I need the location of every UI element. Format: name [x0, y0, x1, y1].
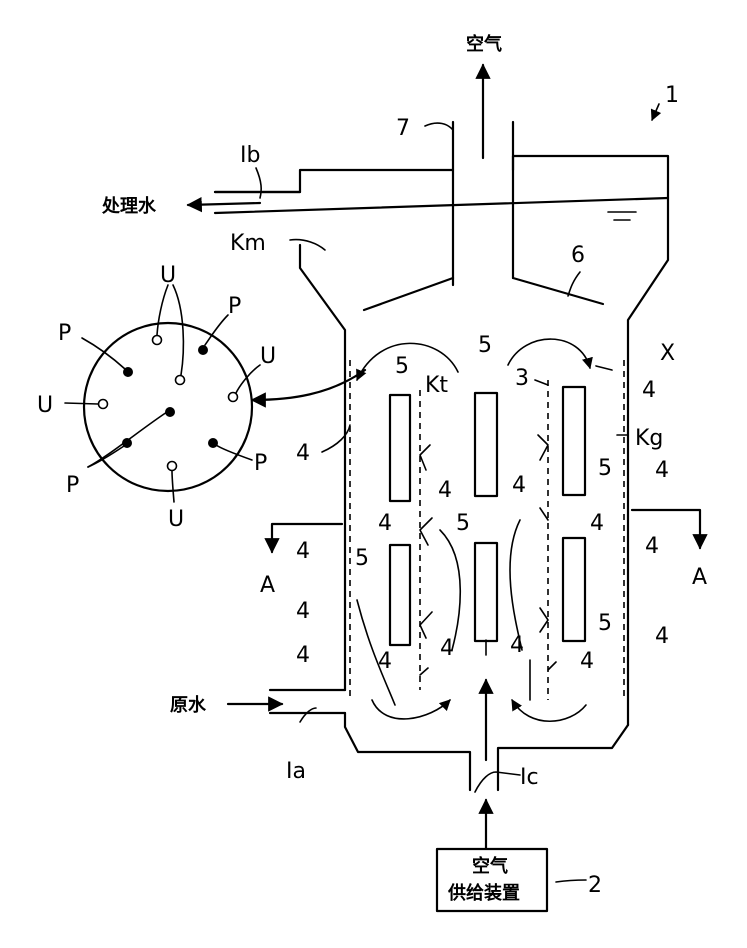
ref-label-4: 4: [590, 511, 604, 536]
ref-label-4: 4: [378, 511, 392, 536]
fiber-p-dot: [208, 438, 218, 448]
ref-label-3: 3: [515, 366, 529, 391]
ref-label-4: 4: [655, 624, 669, 649]
ref-label-5: 5: [598, 456, 612, 481]
ref-label-4: 4: [645, 534, 659, 559]
membrane-module: [388, 543, 412, 647]
ref-label-2: 2: [588, 873, 602, 898]
fiber-u-dot: [174, 374, 186, 386]
air-exhaust-tube: [451, 120, 515, 287]
fiber-label-p: P: [254, 451, 267, 476]
fiber-u-dot: [227, 391, 239, 403]
fiber-label-u: U: [37, 393, 53, 418]
membrane-modules: [388, 385, 587, 647]
ref-label-4: 4: [438, 478, 452, 503]
fiber-p-dot: [198, 345, 208, 355]
ref-label-4: 4: [642, 378, 656, 403]
air-supply-device-box: [435, 847, 549, 913]
fiber-label-u: U: [160, 263, 176, 288]
air-supply-label-line1: 空气: [472, 855, 508, 877]
water-level-symbol: [607, 211, 637, 221]
ref-label-km: Km: [230, 231, 266, 256]
membrane-module: [473, 541, 499, 643]
ref-label-6: 6: [571, 243, 585, 268]
ref-label-4: 4: [378, 649, 392, 674]
ref-label-1c: Ic: [520, 765, 539, 790]
draft-tubes: [349, 360, 625, 700]
ref-label-kg: Kg: [635, 426, 663, 451]
ref-label-5: 5: [456, 511, 470, 536]
fiber-label-p: P: [58, 321, 71, 346]
section-label-a-left: A: [260, 573, 275, 598]
fiber-label-p: P: [66, 473, 79, 498]
ref-label-4: 4: [296, 441, 310, 466]
fiber-label-p: P: [228, 294, 241, 319]
ref-label-1b: Ib: [240, 143, 260, 168]
ref-label-7: 7: [396, 116, 410, 141]
ref-label-4: 4: [296, 599, 310, 624]
membrane-module: [561, 536, 587, 643]
ref-label-x: X: [660, 341, 675, 366]
fiber-u-dot: [166, 460, 178, 472]
membrane-module: [388, 393, 412, 503]
circulation-arrows: [356, 338, 593, 722]
ref-label-4: 4: [512, 473, 526, 498]
section-line-a: [264, 508, 708, 554]
fiber-u-dot: [151, 334, 163, 346]
separator-partitions: [362, 276, 605, 312]
membrane-module: [473, 391, 499, 498]
ref-label-4: 4: [296, 643, 310, 668]
treated-water-arrow: [186, 196, 262, 213]
fiber-detail-circle: [64, 284, 367, 503]
ref-label-5: 5: [355, 546, 369, 571]
air-top-label: 空气: [466, 33, 502, 55]
raw-water-label: 原水: [170, 694, 207, 716]
ref-label-1: 1: [665, 83, 679, 108]
baffles: [419, 434, 557, 676]
leader-lines: [255, 103, 662, 883]
ref-label-5: 5: [598, 611, 612, 636]
ref-label-4: 4: [580, 649, 594, 674]
ref-label-4: 4: [510, 633, 524, 658]
ref-label-4: 4: [440, 636, 454, 661]
fiber-u-dot: [97, 398, 109, 410]
ref-label-4: 4: [296, 539, 310, 564]
ref-label-5: 5: [395, 354, 409, 379]
membrane-module: [561, 385, 587, 497]
ref-label-5: 5: [478, 333, 492, 358]
fiber-p-dot: [165, 407, 175, 417]
section-label-a-right: A: [692, 565, 707, 590]
fiber-label-u: U: [260, 344, 276, 369]
ref-label-1a: Ia: [286, 759, 306, 784]
ref-label-kt: Kt: [425, 373, 448, 398]
air-supply-label-line2: 供给装置: [447, 882, 520, 904]
ref-label-4: 4: [655, 458, 669, 483]
treated-water-label: 处理水: [101, 195, 157, 217]
fiber-label-u: U: [168, 507, 184, 532]
treated-water-outlet: [213, 190, 670, 215]
